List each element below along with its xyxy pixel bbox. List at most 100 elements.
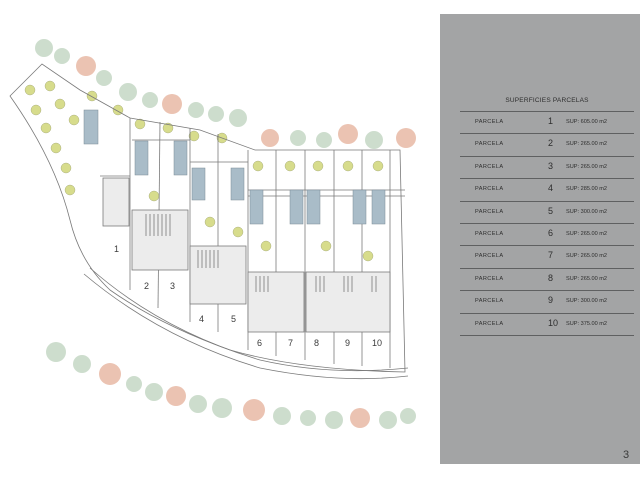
- shrub: [320, 240, 332, 252]
- tree: [166, 386, 186, 406]
- panel-rule: [460, 200, 634, 202]
- parcel-number: 7: [548, 250, 554, 261]
- pool: [191, 167, 206, 201]
- tree: [350, 408, 370, 428]
- plot-label: 10: [372, 338, 382, 348]
- road-curve-outer: [83, 273, 409, 380]
- pool: [371, 189, 386, 225]
- shrub: [86, 90, 98, 102]
- pool: [352, 189, 367, 225]
- parcel-number: 1: [548, 116, 554, 126]
- tree: [162, 94, 182, 114]
- panel-title: SUPERFICIES PARCELAS: [505, 97, 589, 104]
- pools-layer: [83, 109, 386, 225]
- parcel-area: SUP: 265.00 m2: [566, 231, 608, 237]
- panel-rule: [460, 133, 634, 135]
- tree: [99, 363, 121, 385]
- parcel-label: PARCELA: [475, 253, 504, 260]
- tree: [35, 39, 53, 57]
- parcel-area: SUP: 375.00 m2: [566, 320, 608, 327]
- parcel-label: PARCELA: [475, 119, 504, 125]
- pool: [306, 189, 321, 225]
- parcel-number: 8: [548, 272, 554, 283]
- shrub: [30, 104, 42, 116]
- tree: [119, 83, 137, 101]
- house-block: [247, 271, 305, 333]
- tree: [73, 355, 91, 373]
- shrub: [232, 226, 244, 238]
- plot-label: 9: [345, 338, 350, 348]
- tree: [273, 407, 291, 425]
- tree: [325, 411, 343, 429]
- parcel-area: SUP: 300.00 m2: [566, 298, 608, 305]
- parcel-label: PARCELA: [475, 208, 504, 215]
- panel-rule: [460, 335, 634, 336]
- shrub: [148, 190, 160, 202]
- pool: [289, 189, 304, 225]
- tree: [212, 398, 232, 418]
- tree: [243, 399, 265, 421]
- parcel-label: PARCELA: [475, 163, 504, 170]
- plot-label: 7: [288, 338, 293, 348]
- site-lines: [9, 63, 409, 380]
- parcel-label: PARCELA: [475, 186, 504, 193]
- tree: [365, 131, 383, 149]
- panel-rule: [460, 111, 634, 112]
- tree: [338, 124, 358, 144]
- plot-label: 1: [114, 244, 119, 254]
- plot-label: 5: [231, 314, 236, 324]
- shrub: [54, 98, 66, 110]
- plot-label: 2: [144, 281, 149, 291]
- panel-rule: [460, 223, 634, 224]
- parcel-label: PARCELA: [475, 141, 504, 148]
- tree: [261, 129, 279, 147]
- tree: [96, 70, 112, 86]
- parcel-label: PARCELA: [475, 275, 504, 282]
- parcel-number: 4: [548, 183, 554, 194]
- tree: [189, 395, 207, 413]
- panel-rule: [460, 267, 634, 269]
- plot-label: 3: [170, 281, 175, 291]
- parcel-number: 10: [548, 317, 559, 328]
- parcel-number: 5: [548, 205, 554, 216]
- house-block: [131, 209, 189, 271]
- shrub: [64, 184, 76, 196]
- panel-rule: [460, 312, 634, 314]
- shrub: [40, 122, 52, 134]
- tree: [76, 56, 96, 76]
- panel-rule: [460, 245, 634, 247]
- tree: [396, 128, 416, 148]
- stairs: [145, 214, 171, 236]
- parcel-number: 2: [548, 138, 554, 149]
- shrub: [24, 84, 36, 96]
- pool: [230, 167, 245, 201]
- shrub: [188, 130, 200, 142]
- stairs: [255, 276, 377, 292]
- tree: [54, 48, 70, 64]
- parcel-area: SUP: 265.00 m2: [566, 163, 608, 170]
- shrub: [204, 216, 216, 228]
- tree: [300, 410, 316, 426]
- plot-label: 6: [257, 338, 262, 348]
- page-number: 3: [623, 449, 630, 461]
- shrub: [312, 160, 324, 172]
- shrub: [260, 240, 272, 252]
- shrub: [50, 142, 62, 154]
- parcel-number: 9: [548, 295, 554, 306]
- tree: [145, 383, 163, 401]
- pool: [173, 140, 188, 176]
- shrub: [362, 250, 374, 262]
- pool: [134, 140, 149, 176]
- stairs: [197, 250, 219, 268]
